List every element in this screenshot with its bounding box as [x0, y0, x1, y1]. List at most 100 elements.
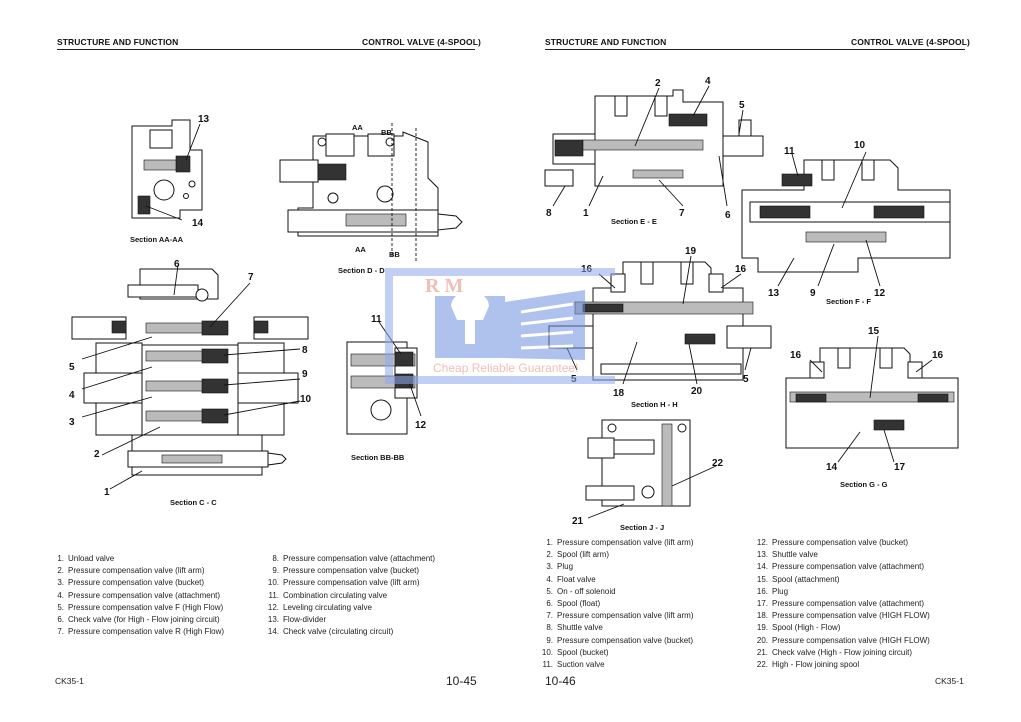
parts-legend-col1: 1.Unload valve 2.Pressure compensation v… [52, 553, 224, 638]
parts-legend-col2: 12.Pressure compensation valve (bucket) … [756, 537, 930, 671]
legend-item: 17.Pressure compensation valve (attachme… [756, 599, 925, 609]
callout-16-right: 16 [735, 264, 747, 275]
legend-item: 11.Suction valve [542, 660, 605, 670]
section-bb-diagram: 11 12 Section BB-BB [346, 314, 427, 462]
section-caption: Section H - H [631, 400, 678, 409]
section-caption: Section J - J [620, 523, 664, 532]
section-caption: Section E - E [611, 217, 657, 226]
legend-item: 4.Float valve [546, 574, 596, 584]
legend-item: 12.Leveling circulating valve [267, 602, 372, 612]
section-caption: Section D - D [338, 266, 385, 275]
legend-item: 19.Spool (High - Flow) [756, 623, 841, 633]
callout-11: 11 [371, 314, 382, 325]
callout-4: 4 [705, 76, 711, 87]
legend-item: 13.Shuttle valve [756, 550, 818, 560]
section-caption: Section G - G [840, 480, 888, 489]
section-ee-diagram: 2 4 5 8 1 7 6 Section E - E [544, 76, 764, 226]
callout-13: 13 [768, 288, 780, 299]
legend-item: 8.Pressure compensation valve (attachmen… [272, 554, 436, 563]
callout-11: 11 [784, 146, 795, 157]
section-heading: STRUCTURE AND FUNCTION [545, 37, 667, 47]
callout-15: 15 [868, 326, 880, 337]
legend-item: 13.Flow-divider [267, 615, 327, 625]
parts-legend-col1: 1.Pressure compensation valve (lift arm)… [541, 537, 694, 671]
callout-1: 1 [583, 208, 589, 219]
section-caption: Section BB-BB [351, 453, 405, 462]
callout-13: 13 [198, 114, 210, 125]
cut-mark-bb-top: BB [381, 128, 392, 137]
cut-mark-bb-bottom: BB [389, 250, 400, 259]
callout-10: 10 [854, 140, 866, 151]
header-rule [545, 49, 965, 50]
callout-8: 8 [302, 345, 308, 356]
model-code: CK35-1 [55, 676, 84, 686]
legend-item: 1.Unload valve [57, 554, 115, 563]
callout-19: 19 [685, 246, 697, 257]
legend-item: 22.High - Flow joining spool [756, 660, 860, 670]
legend-item: 12.Pressure compensation valve (bucket) [756, 538, 909, 547]
section-caption: Section F - F [826, 297, 871, 306]
legend-item: 10.Pressure compensation valve (lift arm… [267, 578, 420, 588]
legend-item: 10.Spool (bucket) [541, 647, 609, 657]
callout-16-left: 16 [790, 350, 802, 361]
callout-5-right: 5 [743, 374, 749, 385]
legend-item: 6.Spool (float) [546, 599, 601, 609]
callout-2: 2 [655, 78, 661, 89]
section-gg-diagram: 15 16 16 14 17 Section G - G [785, 326, 959, 489]
legend-item: 14.Pressure compensation valve (attachme… [756, 562, 925, 572]
callout-12: 12 [874, 288, 886, 299]
section-jj-diagram: 22 21 Section J - J [572, 419, 724, 532]
cut-mark-aa-top: AA [352, 123, 363, 132]
right-page: STRUCTURE AND FUNCTION CONTROL VALVE (4-… [510, 0, 1021, 722]
callout-6: 6 [174, 259, 180, 270]
legend-item: 20.Pressure compensation valve (HIGH FLO… [756, 635, 930, 645]
legend-item: 2.Spool (lift arm) [546, 550, 610, 560]
header-rule [57, 49, 475, 50]
legend-item: 15.Spool (attachment) [756, 574, 840, 584]
legend-item: 11.Combination circulating valve [268, 590, 388, 600]
callout-16-right: 16 [932, 350, 944, 361]
callout-9: 9 [810, 288, 816, 299]
section-aa-diagram: 13 14 Section AA-AA [130, 114, 210, 244]
legend-item: 4.Pressure compensation valve (attachmen… [57, 590, 221, 600]
left-page: STRUCTURE AND FUNCTION CONTROL VALVE (4-… [0, 0, 510, 722]
callout-12: 12 [415, 420, 427, 431]
legend-item: 7.Pressure compensation valve (lift arm) [546, 611, 694, 621]
callout-1: 1 [104, 487, 110, 498]
legend-item: 8.Shuttle valve [546, 623, 603, 633]
page-title: CONTROL VALVE (4-SPOOL) [851, 37, 970, 47]
watermark-tagline: Cheap Reliable Guarantee! [433, 361, 578, 375]
legend-item: 21.Check valve (High - Flow joining circ… [756, 647, 913, 657]
callout-5: 5 [739, 100, 745, 111]
callout-20: 20 [691, 386, 703, 397]
callout-5: 5 [69, 362, 75, 373]
legend-item: 3.Pressure compensation valve (bucket) [57, 578, 205, 588]
section-dd-diagram: AA BB AA BB Section D - D [279, 123, 463, 275]
section-cc-diagram: 6 7 5 8 4 9 3 10 2 1 Section C - C [69, 259, 312, 507]
legend-item: 2.Pressure compensation valve (lift arm) [57, 566, 205, 576]
legend-item: 9.Pressure compensation valve (bucket) [546, 635, 694, 645]
legend-item: 14.Check valve (circulating circuit) [267, 627, 394, 637]
callout-7: 7 [248, 272, 254, 283]
callout-10: 10 [300, 394, 312, 405]
parts-legend-col2: 8.Pressure compensation valve (attachmen… [267, 553, 435, 638]
callout-14: 14 [826, 462, 838, 473]
page-title: CONTROL VALVE (4-SPOOL) [362, 37, 481, 47]
callout-9: 9 [302, 369, 308, 380]
legend-item: 3.Plug [546, 562, 574, 572]
callout-14: 14 [192, 218, 204, 229]
callout-8: 8 [546, 208, 552, 219]
watermark-logo: R M Cheap Reliable Guarantee! [385, 268, 615, 384]
watermark-logo-text: R M [425, 275, 463, 297]
callout-7: 7 [679, 208, 685, 219]
cut-mark-aa-bottom: AA [355, 245, 366, 254]
callout-21: 21 [572, 516, 584, 527]
section-caption: Section AA-AA [130, 235, 184, 244]
callout-4: 4 [69, 390, 75, 401]
legend-item: 1.Pressure compensation valve (lift arm) [546, 538, 694, 547]
legend-item: 18.Pressure compensation valve (HIGH FLO… [756, 611, 930, 621]
legend-item: 5.Pressure compensation valve F (High Fl… [57, 602, 224, 612]
callout-17: 17 [894, 462, 906, 473]
section-caption: Section C - C [170, 498, 217, 507]
callout-3: 3 [69, 417, 75, 428]
